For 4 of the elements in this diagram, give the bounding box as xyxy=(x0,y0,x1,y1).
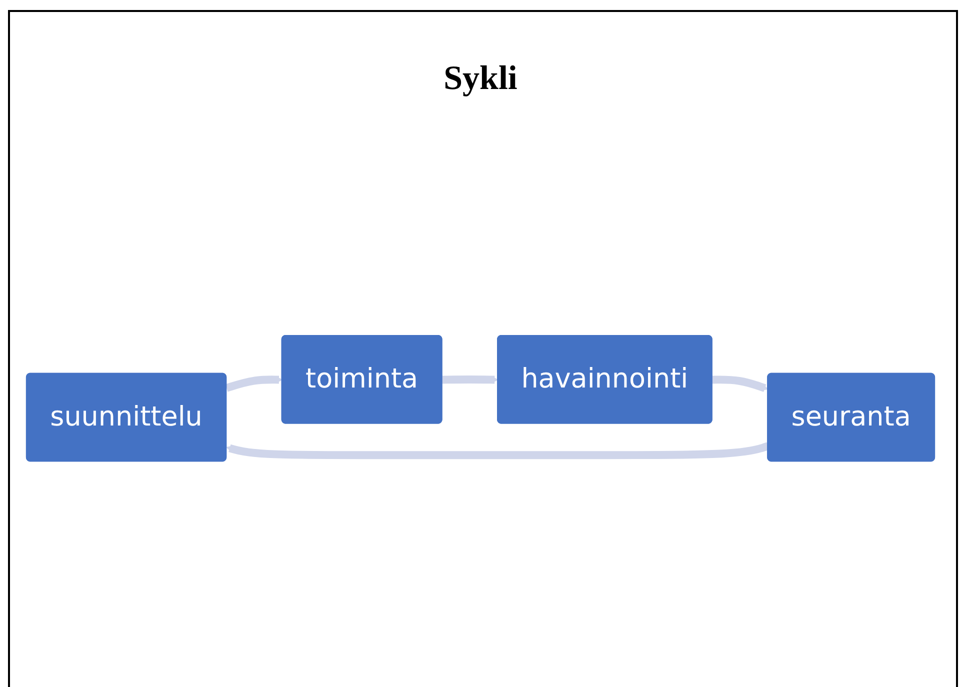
diagram-title: Sykli xyxy=(442,60,518,98)
arrow xyxy=(712,376,768,392)
arrow xyxy=(225,376,282,392)
arrow xyxy=(442,376,498,384)
